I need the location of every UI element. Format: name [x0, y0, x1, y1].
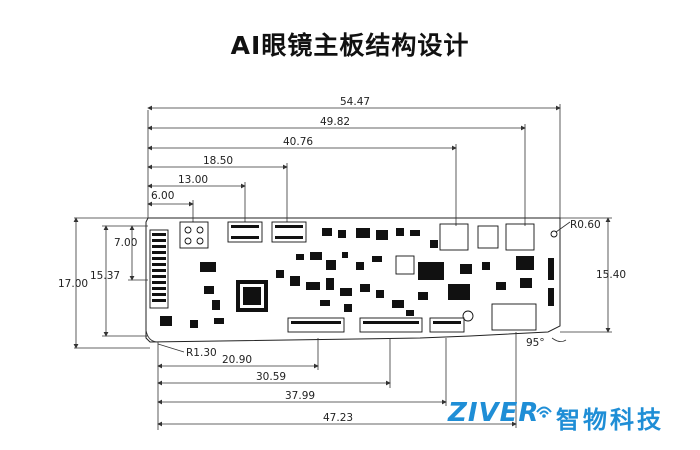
dim-17-00: 17.00	[58, 278, 88, 290]
dim-18-50: 18.50	[203, 155, 233, 167]
top-dimensions: 54.47 49.82 40.76 18.50 13.00 6.00	[147, 96, 561, 226]
logo-chinese-text: 智物科技	[556, 406, 664, 434]
page-title: AI眼镜主板结构设计	[230, 31, 470, 60]
dim-40-76: 40.76	[283, 136, 313, 148]
logo-brand-text: ZIVER	[448, 398, 540, 428]
dim-13-00: 13.00	[178, 174, 208, 186]
dim-30-59: 30.59	[256, 371, 286, 383]
wifi-signal-icon	[536, 406, 552, 418]
board-components	[149, 221, 558, 333]
dim-15-40: 15.40	[596, 269, 626, 281]
dim-47-23: 47.23	[323, 412, 353, 424]
dim-r1-30: R1.30	[186, 347, 217, 359]
dim-54-47: 54.47	[340, 96, 370, 108]
dim-r0-60: R0.60	[570, 219, 601, 231]
dim-6-00: 6.00	[151, 190, 174, 202]
left-dimensions: 17.00 15.37 7.00	[58, 217, 150, 349]
dim-angle: 95°	[526, 337, 545, 349]
dim-49-82: 49.82	[320, 116, 350, 128]
dim-7-00: 7.00	[114, 237, 137, 249]
dim-15-37: 15.37	[90, 270, 120, 282]
brand-logo: ZIVER 智物科技	[448, 398, 693, 434]
right-dimensions: 15.40 R0.60 95°	[526, 217, 626, 349]
dim-37-99: 37.99	[285, 390, 315, 402]
dim-20-90: 20.90	[222, 354, 252, 366]
bottom-dimensions: R1.30 20.90 30.59 37.99 47.23	[157, 332, 517, 430]
